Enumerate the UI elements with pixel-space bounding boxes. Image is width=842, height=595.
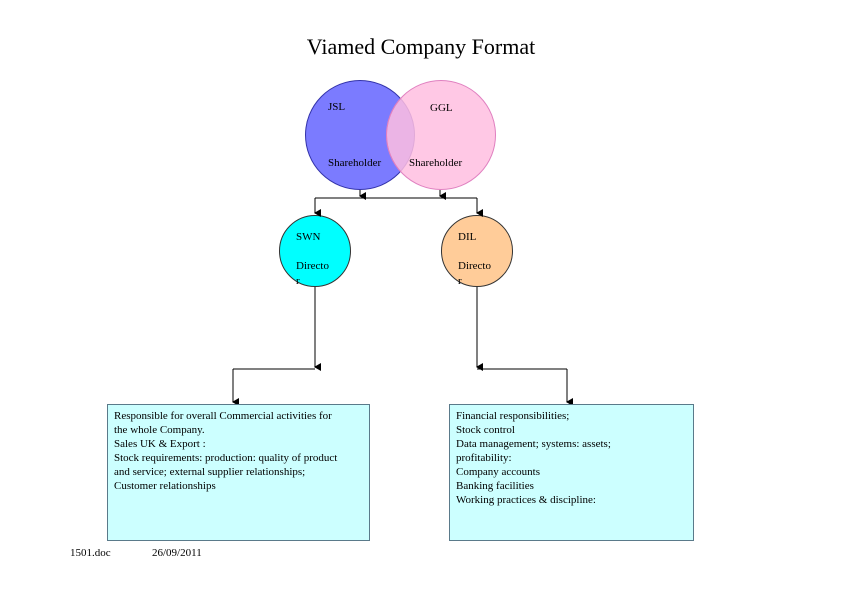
commercial-responsibilities-box: Responsible for overall Commercial activ…: [107, 404, 370, 541]
swn-label: SWN: [296, 231, 321, 243]
dil-role-label: Directo r: [458, 260, 491, 287]
swn-role-label: Directo r: [296, 260, 329, 287]
jsl-label: JSL: [328, 101, 346, 113]
financial-responsibilities-box: Financial responsibilities; Stock contro…: [449, 404, 694, 541]
footer-filename: 1501.doc: [70, 547, 111, 559]
swn-director-circle: [279, 215, 351, 287]
dil-label: DIL: [458, 231, 477, 243]
jsl-role-label: Shareholder: [328, 157, 382, 169]
ggl-role-label: Shareholder: [409, 157, 463, 169]
footer-date: 26/09/2011: [152, 547, 202, 559]
page-title: Viamed Company Format: [306, 34, 536, 59]
dil-director-circle: [441, 215, 513, 287]
ggl-label: GGL: [430, 102, 453, 114]
